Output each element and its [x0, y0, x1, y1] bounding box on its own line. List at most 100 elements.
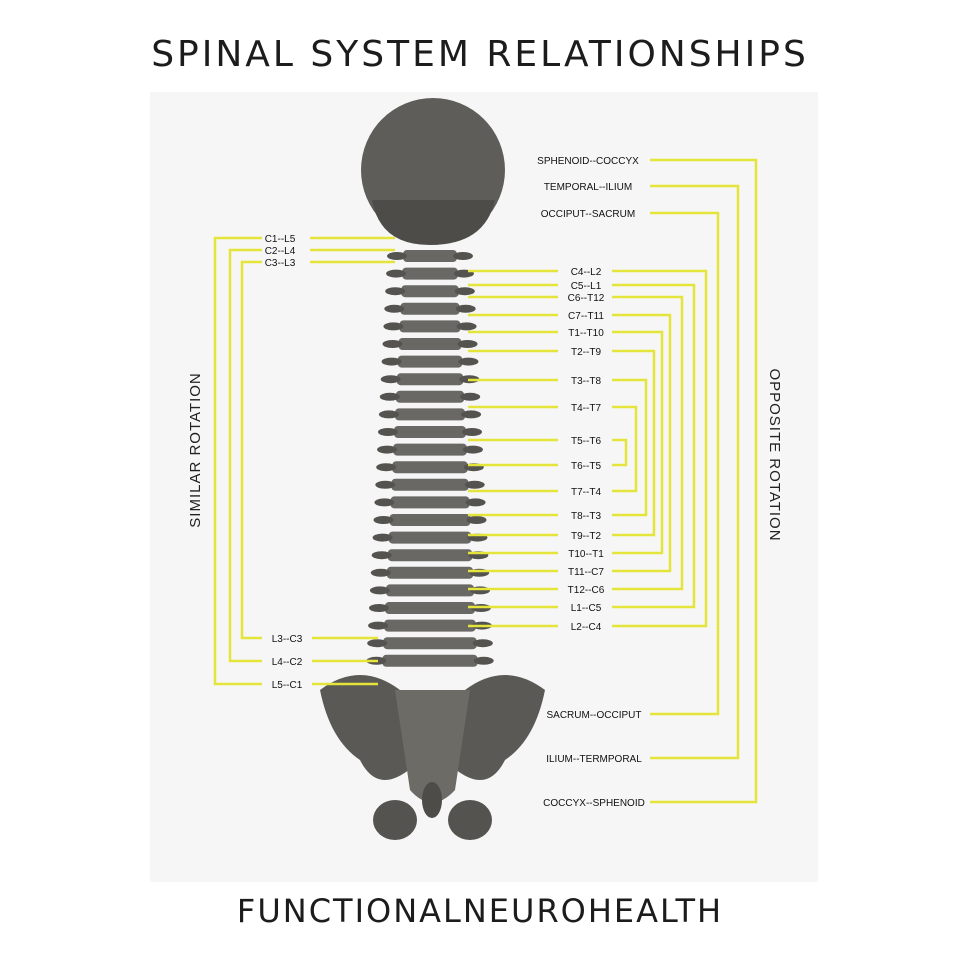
transverse-process [453, 252, 473, 260]
transverse-process [382, 340, 403, 348]
label-similar-upper: C1--L5 [265, 234, 296, 245]
label-opposite-spinal: T10--T1 [568, 549, 604, 560]
vertebra-body [399, 320, 461, 333]
label-opposite-spinal: T5--T6 [571, 436, 601, 447]
bracket-opposite-spinal [612, 330, 664, 555]
vertebra-body [383, 637, 477, 650]
transverse-process [376, 463, 397, 472]
transverse-process [457, 340, 478, 348]
footer-brand: FUNCTIONALNEUROHEALTH [236, 892, 724, 930]
transverse-process [377, 445, 398, 454]
label-opposite-pelvic: SACRUM--OCCIPUT [547, 710, 642, 721]
label-opposite-spinal: T3--T8 [571, 376, 601, 387]
vertebra-body [385, 584, 475, 597]
transverse-process [465, 498, 486, 507]
label-opposite-spinal: C7--T11 [568, 311, 604, 322]
vertebra-body [385, 602, 475, 614]
transverse-process [383, 322, 404, 331]
vertebra-body [400, 302, 460, 315]
label-similar-lower: L3--C3 [272, 634, 303, 645]
vertebra-body [401, 285, 459, 298]
label-similar-lower: L5--C1 [272, 680, 303, 691]
opposite-rotation-label: OPPOSITE ROTATION [766, 368, 783, 541]
coccyx [422, 782, 442, 818]
vertebra-body [387, 549, 473, 562]
page-title: SPINAL SYSTEM RELATIONSHIPS [151, 34, 809, 75]
vertebra-body [394, 426, 466, 438]
vertebra-body [397, 355, 463, 368]
transverse-process [458, 357, 479, 366]
similar-rotation-label: SIMILAR ROTATION [187, 372, 204, 527]
label-opposite-pelvic: COCCYX--SPHENOID [543, 798, 645, 809]
vertebra-body [386, 566, 474, 579]
transverse-process [456, 322, 477, 331]
label-opposite-spinal: T4--T7 [571, 403, 601, 414]
bracket-similar [240, 260, 262, 640]
label-similar-upper: C2--L4 [265, 246, 296, 257]
bracket-opposite-spinal [612, 283, 696, 609]
label-opposite-pelvic: ILIUM--TERMPORAL [546, 754, 642, 765]
transverse-process [386, 269, 407, 278]
vertebra-body [391, 478, 469, 491]
bracket-opposite-spinal [612, 313, 672, 573]
transverse-process [373, 516, 394, 524]
transverse-process [466, 516, 487, 524]
bracket-opposite-spinal [612, 269, 708, 628]
label-opposite-spinal: T2--T9 [571, 347, 601, 358]
transverse-process [385, 287, 406, 296]
label-opposite-spinal: C4--L2 [571, 267, 602, 278]
label-opposite-spinal: T7--T4 [571, 487, 601, 498]
vertebra-body [395, 390, 465, 403]
vertebra-body [403, 250, 457, 262]
transverse-process [384, 304, 405, 313]
bracket-opposite-spinal [612, 378, 648, 517]
transverse-process [462, 445, 483, 454]
bracket-opposite-spinal [612, 405, 638, 493]
transverse-process [460, 392, 481, 401]
transverse-process [370, 568, 391, 577]
transverse-process [378, 410, 399, 419]
pubis-left [373, 800, 417, 840]
label-opposite-spinal: L1--C5 [571, 603, 602, 614]
transverse-process [462, 428, 482, 436]
label-opposite-spinal: T11--C7 [568, 567, 604, 578]
transverse-process [374, 498, 395, 507]
vertebra-labels: C1--L5C2--L4C3--L3L3--C3L4--C2L5--C1SPHE… [265, 156, 645, 809]
transverse-process [369, 586, 390, 595]
skull-base [372, 200, 495, 245]
vertebra-body [388, 531, 472, 544]
vertebra-body [394, 408, 466, 421]
sacrum [395, 690, 470, 803]
bracket-opposite-cranial [650, 184, 740, 760]
ilium-right [445, 675, 545, 780]
transverse-process [461, 410, 482, 419]
transverse-process [368, 621, 389, 630]
vertebra-body [392, 461, 468, 474]
label-opposite-spinal: T12--C6 [568, 585, 605, 596]
bracket-similar [213, 236, 262, 686]
label-similar-lower: L4--C2 [272, 657, 303, 668]
label-opposite-cranial: TEMPORAL--ILIUM [544, 182, 632, 193]
transverse-process [455, 304, 476, 313]
label-opposite-spinal: C6--T12 [568, 293, 605, 304]
bracket-opposite-spinal [612, 349, 656, 537]
vertebra-body [398, 338, 462, 350]
transverse-process [470, 586, 491, 595]
ilium-left [320, 675, 420, 780]
vertebra-body [402, 267, 458, 280]
transverse-process [380, 375, 401, 384]
bracket-opposite-spinal [612, 438, 628, 467]
vertebra-body [389, 514, 471, 526]
vertebra-body [396, 373, 464, 386]
bracket-opposite-cranial [650, 158, 758, 804]
vertebra-body [390, 496, 470, 509]
vertebra-body [384, 619, 476, 632]
label-opposite-cranial: OCCIPUT--SACRUM [541, 209, 635, 220]
label-opposite-spinal: L2--C4 [571, 622, 602, 633]
transverse-process [372, 533, 393, 542]
transverse-process [367, 639, 388, 648]
transverse-process [454, 287, 475, 296]
vertebra-body [393, 443, 467, 456]
transverse-process [472, 639, 493, 648]
